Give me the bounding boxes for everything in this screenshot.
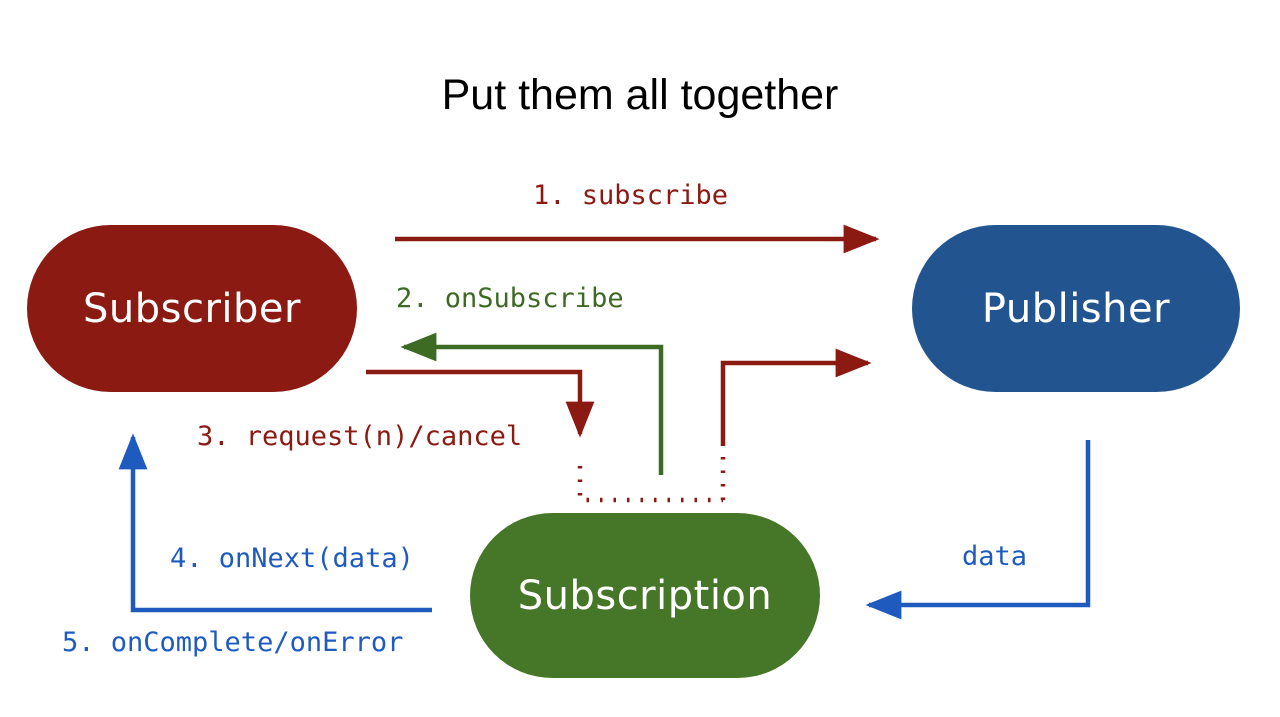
edge-label-data: data [962, 541, 1028, 572]
edge-onsubscribe-line [400, 332, 664, 475]
node-publisher-label: Publisher [981, 285, 1171, 332]
node-subscriber-label: Subscriber [83, 285, 301, 332]
node-publisher[interactable]: Publisher [912, 225, 1240, 392]
edge-request-cancel-dotted [577, 466, 723, 503]
page-title: Put them all together [441, 71, 839, 119]
edge-label-request-cancel: 3. request(n)/cancel [197, 421, 523, 452]
edge-label-onsubscribe: 2. onSubscribe [396, 283, 624, 314]
node-subscription-label: Subscription [517, 572, 773, 619]
edge-onnext-oncomplete-line [118, 433, 432, 613]
edge-data-line [865, 440, 1091, 620]
edge-label-onnext: 4. onNext(data) [170, 543, 414, 574]
edge-subscription-publisher-line [720, 348, 872, 444]
edge-label-subscribe: 1. subscribe [533, 180, 729, 211]
node-subscriber[interactable]: Subscriber [27, 225, 357, 392]
node-subscription[interactable]: Subscription [470, 513, 820, 678]
edge-label-oncomplete-onerror: 5. onComplete/onError [62, 627, 404, 658]
